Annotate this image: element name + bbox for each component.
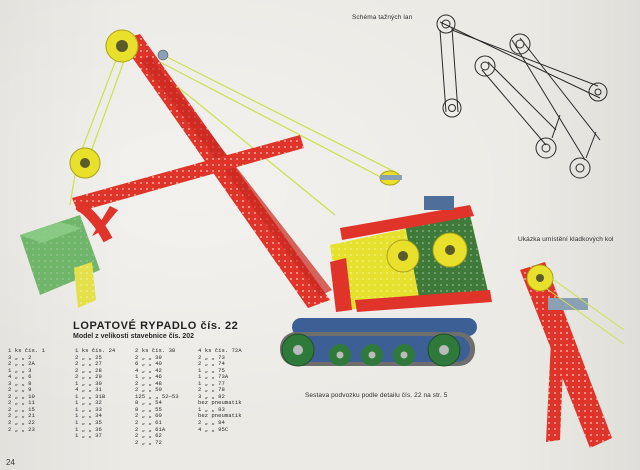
pulley-detail-photo [520, 262, 625, 448]
parts-list-item: 1 „ „ 75 [198, 366, 225, 374]
parts-list-item: 4 ks čís. 72A [198, 347, 242, 354]
parts-list-item: 2 „ „ 61 [135, 419, 162, 427]
parts-list-item: 2 „ „ 22 [8, 419, 35, 427]
pulley-example-caption: Ukázka umístění kladkových kol [518, 236, 614, 243]
parts-list-item: 2 „ „ 73 [198, 353, 225, 361]
parts-list-item: 8 „ „ 54 [135, 399, 162, 407]
page-subtitle: Model z velikosti stavebnice čís. 202 [73, 333, 194, 340]
crawler-tracks [280, 318, 477, 367]
parts-list-item: 1 „ „ 36 [75, 425, 102, 433]
page-title: LOPATOVÉ RYPADLO čís. 22 [73, 320, 239, 332]
parts-list-item: 2 „ „ 60 [135, 412, 162, 420]
parts-list-item: 1 „ „ 32 [75, 399, 102, 407]
parts-list-item: 2 „ „ 21 [8, 412, 35, 420]
parts-list-item: 1 „ „ 77 [198, 379, 225, 387]
parts-list-item: 2 „ „ 2A [8, 360, 35, 368]
parts-list-item: 8 „ „ 55 [135, 405, 162, 413]
parts-list-item: 1 „ „ 33 [75, 405, 102, 413]
parts-list-item: 2 „ „ 9 [8, 386, 32, 394]
parts-list-item: 2 „ „ 27 [75, 360, 102, 368]
main-boom [120, 34, 332, 308]
dipper-arm [72, 135, 304, 243]
parts-list-item: 1 ks čís. 1 [8, 347, 45, 354]
parts-list-item: 2 „ „ 48 [135, 379, 162, 387]
parts-list-item: 2 „ „ 25 [75, 353, 102, 361]
parts-list-item: 1 „ „ 73A [198, 373, 229, 381]
parts-list-item: 3 „ „ 82 [198, 392, 225, 400]
parts-list-item: 1 „ „ 35 [75, 419, 102, 427]
parts-list-item: 6 „ „ 40 [135, 360, 162, 368]
parts-list-item: 1 „ „ 46 [135, 373, 162, 381]
winch-pulley [379, 170, 402, 186]
parts-list-item: 1 „ „ 3 [8, 366, 32, 374]
parts-list-item: 125 „ „ 52—53 [135, 392, 179, 400]
parts-list-item: 2 ks čís. 38 [135, 347, 176, 354]
parts-list-item: 4 „ „ 6 [8, 373, 32, 381]
rope-pulley [69, 147, 101, 179]
parts-list-item: 2 „ „ 11 [8, 399, 35, 407]
parts-list-item: 2 „ „ 23 [8, 425, 35, 433]
parts-list-item: 4 „ „ 31 [75, 386, 102, 394]
boom-top-pulley [105, 29, 169, 63]
parts-list-item: 1 ks čís. 24 [75, 347, 116, 354]
parts-list-item: 2 „ „ 84 [198, 419, 225, 427]
page-number: 24 [6, 458, 15, 467]
parts-list-item: 1 „ „ 31B [75, 392, 106, 400]
parts-list-item: 3 „ „ 8 [8, 379, 32, 387]
parts-list-item: 1 „ „ 30 [75, 379, 102, 387]
rope-scheme-diagram [436, 14, 608, 179]
parts-list-item: 2 „ „ 28 [75, 366, 102, 374]
parts-list-item: 2 „ „ 39 [135, 353, 162, 361]
parts-list-item: 1 „ „ 83 [198, 405, 225, 413]
cab-body [330, 196, 492, 312]
chassis-note-caption: Sestava podvozku podle detailu čís. 22 n… [305, 392, 448, 399]
parts-list-item: bez pneumatik [198, 412, 242, 420]
parts-list-item: 2 „ „ 50 [135, 386, 162, 394]
parts-list-item: 2 „ „ 78 [198, 386, 225, 394]
parts-list-item: 2 „ „ 74 [198, 360, 225, 368]
parts-list-item: 2 „ „ 72 [135, 438, 162, 446]
parts-list-item: 3 „ „ 2 [8, 353, 32, 361]
rope-scheme-caption: Schéma tažných lan [352, 14, 413, 21]
parts-list-item: 4 „ „ 95C [198, 425, 229, 433]
parts-list-item: 2 „ „ 29 [75, 373, 102, 381]
parts-list-item: 2 „ „ 15 [8, 405, 35, 413]
parts-list-item: 2 „ „ 10 [8, 392, 35, 400]
bucket [20, 215, 100, 308]
parts-list-item: 2 „ „ 61A [135, 425, 166, 433]
parts-list-item: 4 „ „ 42 [135, 366, 162, 374]
parts-list-item: 2 „ „ 62 [135, 432, 162, 440]
parts-list-item: 1 „ „ 37 [75, 432, 102, 440]
parts-list-item: bez pneumatik [198, 399, 242, 407]
parts-list-item: 1 „ „ 34 [75, 412, 102, 420]
